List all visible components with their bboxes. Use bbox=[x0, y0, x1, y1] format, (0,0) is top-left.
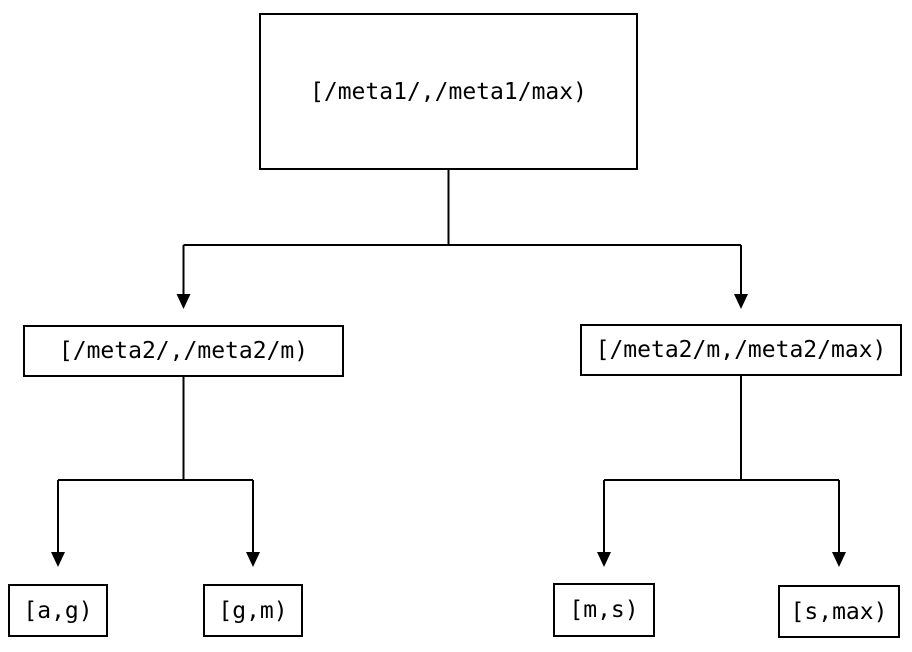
node-meta2-left: [/meta2/,/meta2/m) bbox=[23, 325, 344, 377]
arrowhead-icon bbox=[734, 294, 748, 309]
node-root: [/meta1/,/meta1/max) bbox=[259, 13, 638, 170]
node-leaf-gm-label: [g,m) bbox=[218, 597, 288, 624]
node-meta2-right: [/meta2/m,/meta2/max) bbox=[580, 324, 902, 376]
node-meta2-right-label: [/meta2/m,/meta2/max) bbox=[595, 337, 887, 363]
node-meta2-left-label: [/meta2/,/meta2/m) bbox=[58, 338, 309, 364]
arrowhead-icon bbox=[51, 552, 65, 567]
node-root-label: [/meta1/,/meta1/max) bbox=[310, 78, 587, 105]
arrowhead-icon bbox=[176, 294, 191, 309]
arrowhead-icon bbox=[832, 552, 846, 567]
arrowhead-icon bbox=[246, 552, 260, 567]
node-leaf-ms-label: [m,s) bbox=[569, 597, 639, 623]
node-leaf-gm: [g,m) bbox=[203, 584, 303, 637]
node-leaf-ag: [a,g) bbox=[8, 584, 108, 637]
node-leaf-smax: [s,max) bbox=[778, 585, 900, 638]
node-leaf-ms: [m,s) bbox=[553, 583, 655, 637]
node-leaf-ag-label: [a,g) bbox=[23, 597, 93, 624]
node-leaf-smax-label: [s,max) bbox=[790, 598, 888, 625]
arrowhead-icon bbox=[597, 552, 611, 567]
